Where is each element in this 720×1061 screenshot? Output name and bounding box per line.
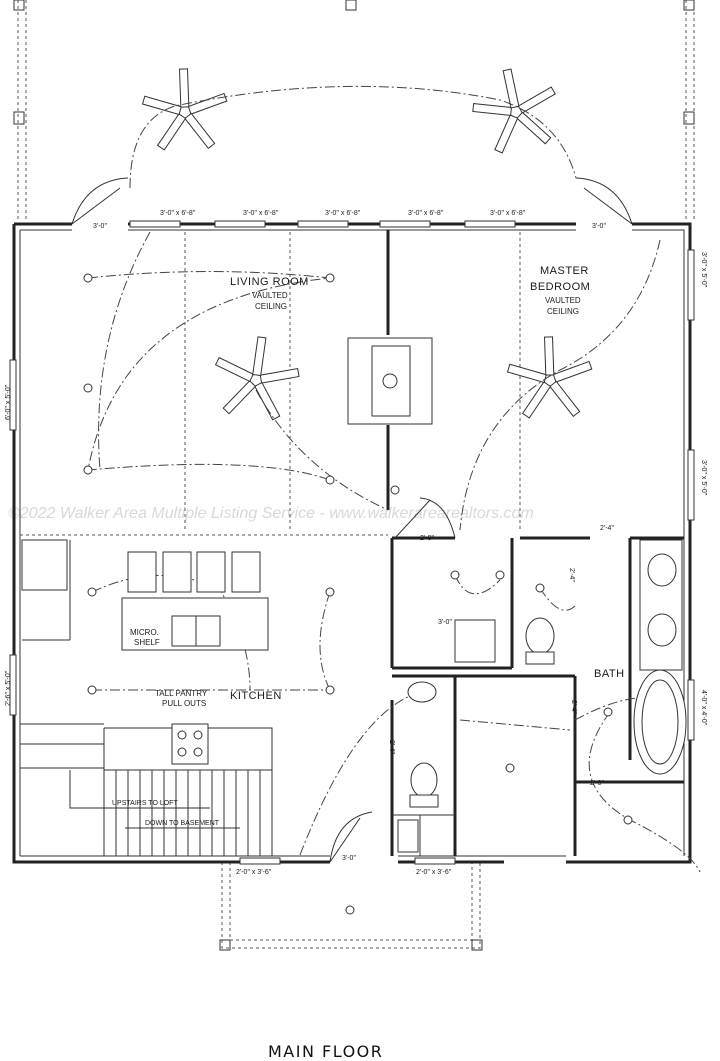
dim-window-5: 3'-0" x 6'-8"	[490, 210, 526, 217]
fireplace	[347, 337, 433, 425]
living-room-label: LIVING ROOM	[230, 276, 309, 288]
dim-wc-door: 2'-4"	[570, 700, 577, 714]
staircase	[20, 723, 273, 857]
kitchen-fixtures	[21, 539, 273, 770]
dim-window-3: 3'-0" x 6'-8"	[325, 210, 361, 217]
stairs-down-label: DOWN TO BASEMENT	[145, 820, 220, 827]
ceiling-fan-porch-right	[472, 68, 556, 154]
master-vaulted-label: VAULTED	[545, 296, 581, 305]
master-ceiling-label: CEILING	[547, 307, 579, 316]
top-windows	[9, 220, 695, 865]
bath-label: BATH	[594, 668, 625, 680]
dim-left-lower: 2'-6" x 5'-0"	[5, 670, 12, 706]
dim-front-window-left: 2'-0" x 3'-6"	[236, 869, 272, 876]
dim-right-mid: 3'-0" x 5'-0"	[700, 460, 707, 496]
dim-window-2: 3'-0" x 6'-8"	[243, 210, 279, 217]
plan-title: MAIN FLOOR	[268, 1042, 383, 1061]
porch-outline	[13, 0, 695, 951]
dim-door-left: 3'-0"	[93, 223, 107, 230]
ceiling-fan-living	[214, 336, 300, 421]
dim-bath-door: 2'-4"	[600, 525, 614, 532]
dim-left-wall: 6'-0" x 5'-0"	[5, 384, 12, 420]
light-fixtures	[83, 273, 633, 915]
electrical-wiring	[87, 85, 701, 873]
pull-outs-label: PULL OUTS	[162, 699, 206, 708]
dim-shower-door: 2'-0"	[590, 780, 604, 787]
dim-closet-door: 2'-4"	[568, 568, 575, 582]
exterior-walls	[12, 222, 692, 864]
entry-doors	[71, 177, 633, 863]
bathroom-fixtures	[397, 539, 687, 853]
master-label-1: MASTER	[540, 265, 589, 277]
ceiling-fan-master	[506, 336, 593, 419]
beam-lines	[20, 232, 521, 536]
tall-pantry-label: TALL PANTRY	[155, 689, 208, 698]
stairs-up-label: UPSTAIRS TO LOFT	[112, 800, 178, 807]
dim-bath2-door: 2'-4"	[388, 740, 395, 754]
shelf-label: SHELF	[134, 638, 160, 647]
dim-window-1: 3'-0" x 6'-8"	[160, 210, 196, 217]
micro-label: MICRO.	[130, 628, 159, 637]
master-label-2: BEDROOM	[530, 281, 590, 293]
dim-right-lower: 4'-0" x 4'-0"	[700, 690, 707, 726]
dim-front-window-right: 2'-0" x 3'-6"	[416, 869, 452, 876]
ceiling-fan-porch-left	[141, 68, 228, 151]
interior-walls	[386, 230, 684, 856]
living-vaulted-label: VAULTED	[252, 291, 288, 300]
living-ceiling-label: CEILING	[255, 302, 287, 311]
dim-door-right: 3'-0"	[592, 223, 606, 230]
dim-right-upper: 3'-0" x 5'-0"	[700, 252, 707, 288]
dim-closet2: 3'-0"	[438, 619, 452, 626]
dim-window-4: 3'-0" x 6'-8"	[408, 210, 444, 217]
dim-hall-door: 2'-8"	[420, 535, 434, 542]
watermark: ©2022 Walker Area Multiple Listing Servi…	[8, 505, 534, 522]
dim-front-door: 3'-0"	[342, 855, 356, 862]
kitchen-label: KITCHEN	[230, 690, 282, 702]
